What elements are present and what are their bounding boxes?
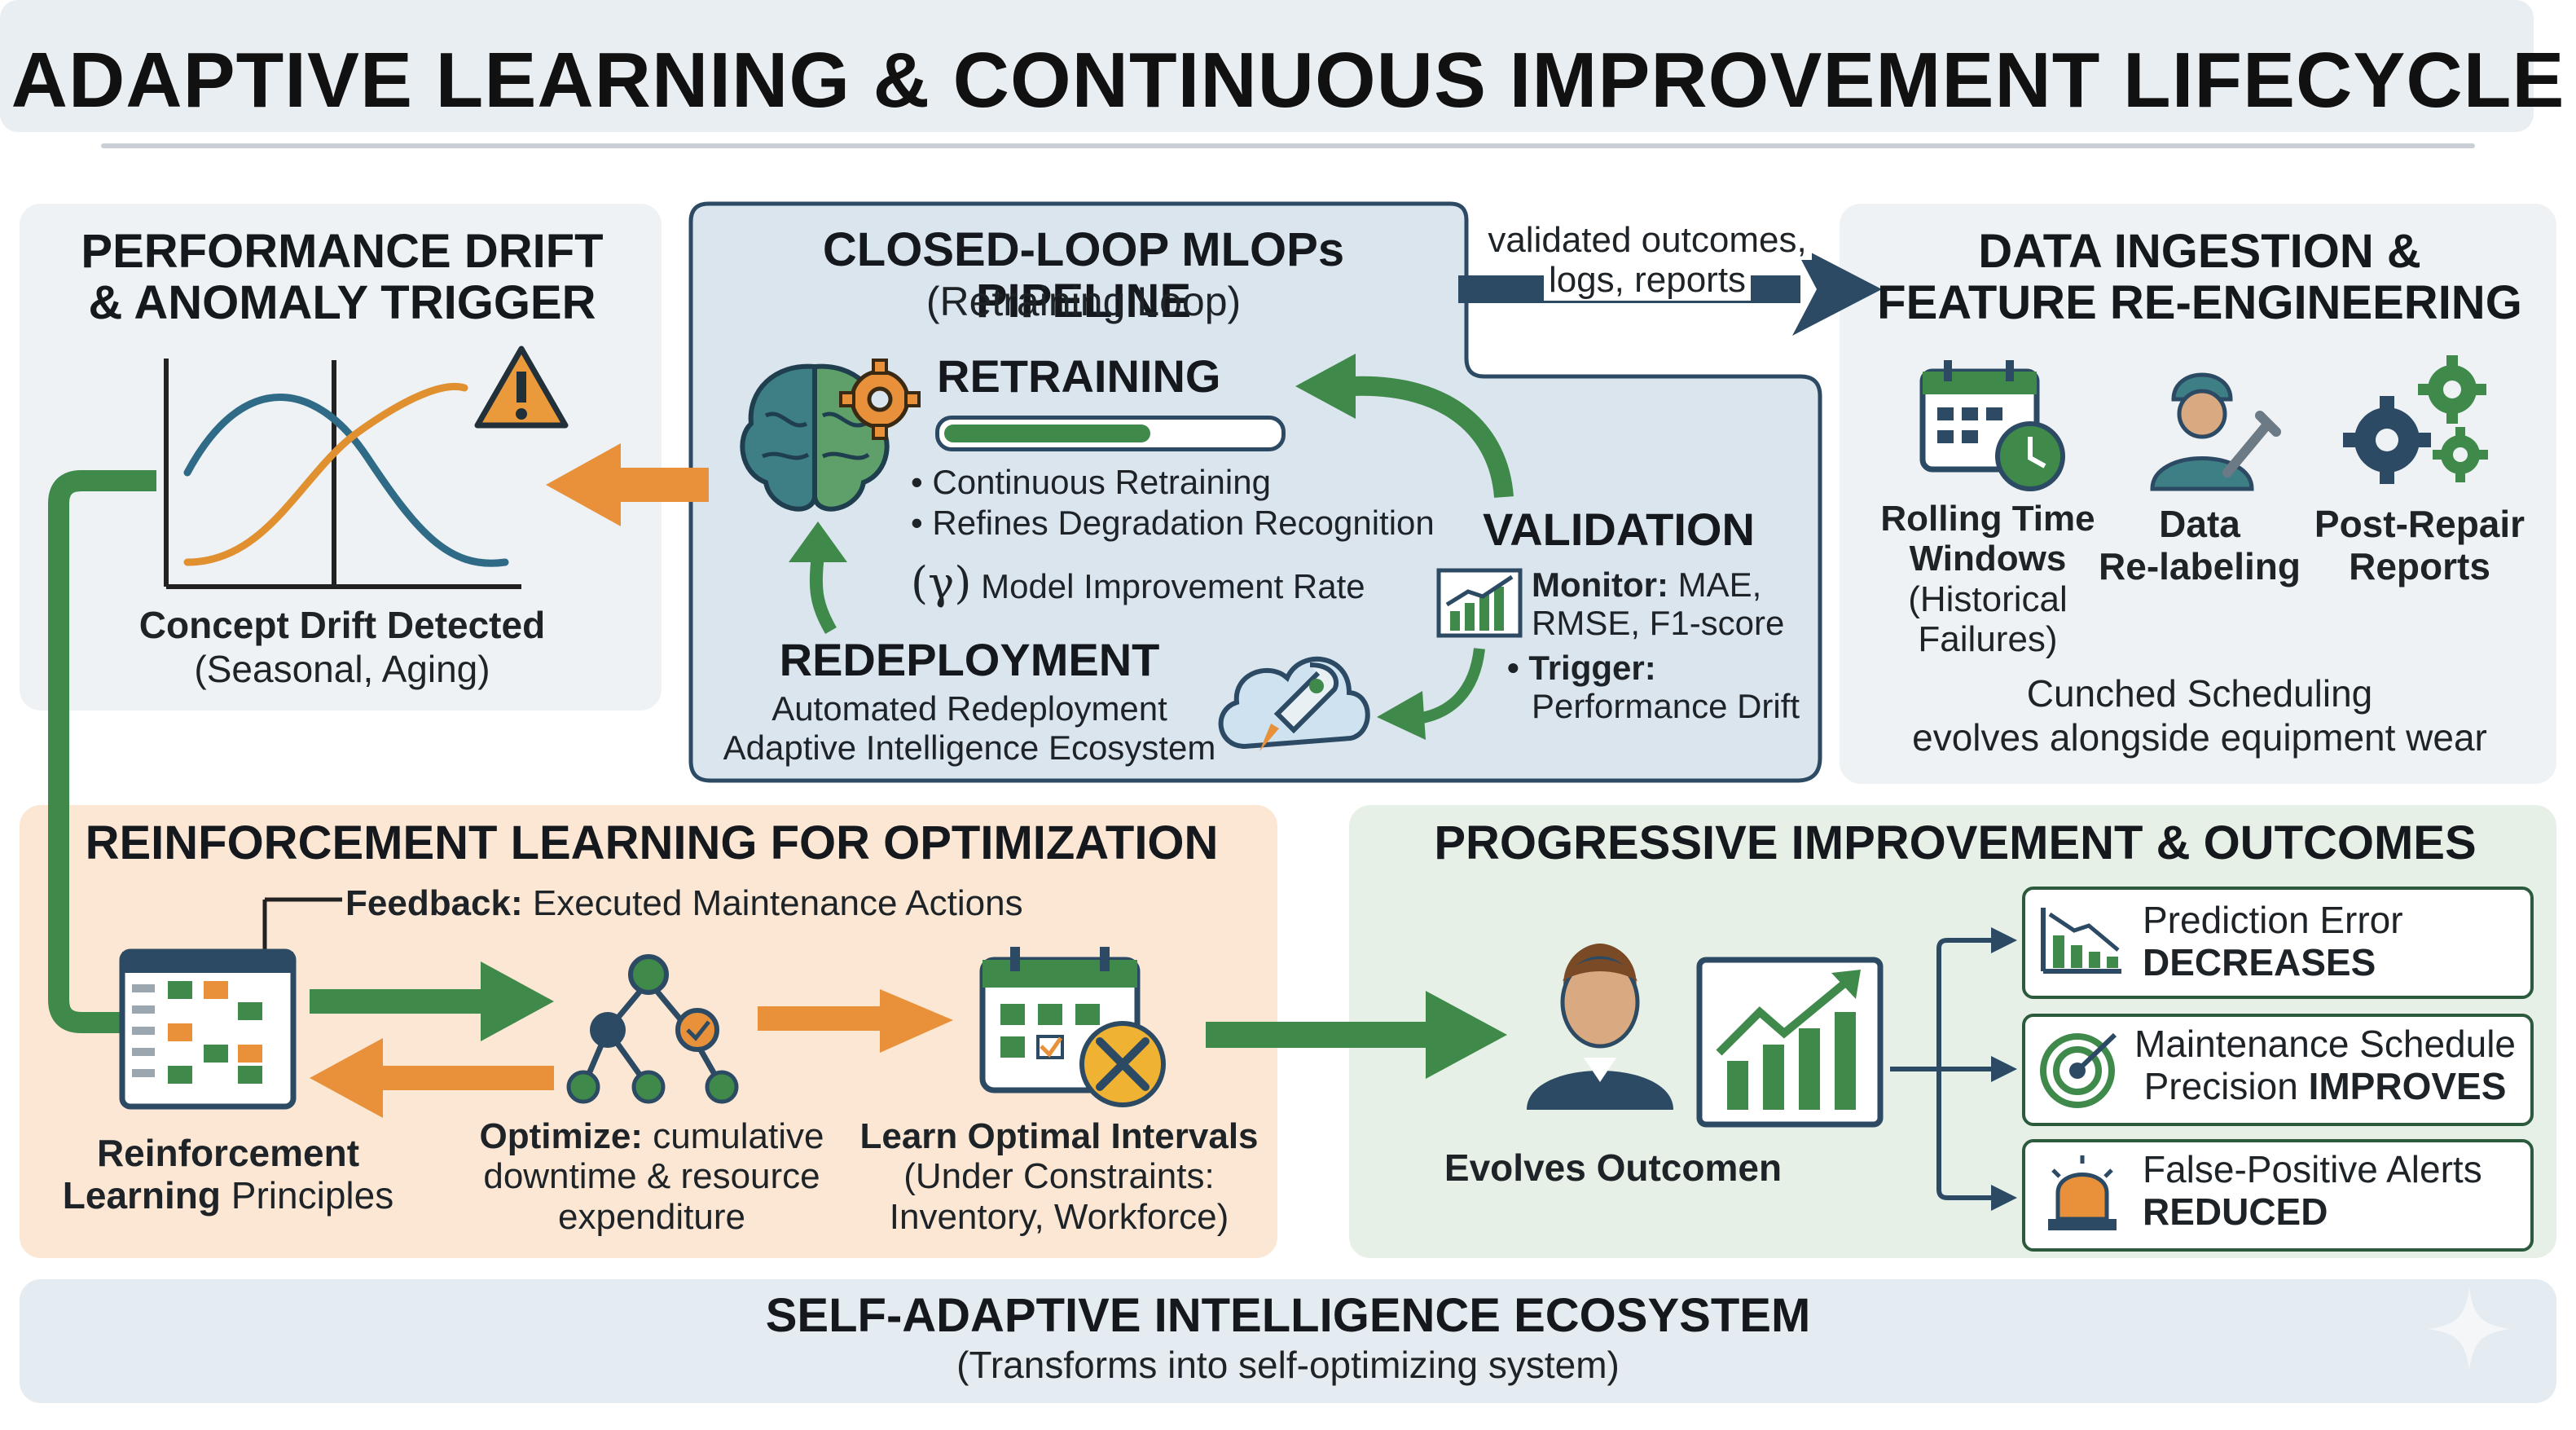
target-icon	[2040, 1032, 2117, 1108]
arrow-label: validated outcomes, logs, reports	[1476, 220, 1818, 301]
worker-icon	[2150, 372, 2281, 491]
rl-forward-arrow	[310, 961, 554, 1041]
redeployment-line-2: Adaptive Intelligence Ecosystem	[723, 728, 1216, 767]
retraining-title: RETRAINING	[937, 350, 1221, 402]
sparkle-icon	[2428, 1287, 2511, 1371]
alarm-light-icon	[2048, 1155, 2117, 1230]
rl-to-outcomes-arrow	[1206, 991, 1507, 1079]
drift-caption: Concept Drift Detected	[138, 604, 546, 646]
rl-title: REINFORCEMENT LEARNING FOR OPTIMIZATION	[85, 816, 1219, 869]
gears-icon	[2343, 355, 2488, 484]
footer-title: SELF-ADAPTIVE INTELLIGENCE ECOSYSTEM	[765, 1289, 1811, 1342]
card2-text: Maintenance Schedule Precision IMPROVES	[2134, 1023, 2516, 1107]
rl-item-principles: Reinforcement Learning Principles	[62, 1132, 394, 1217]
calendar-clock-icon	[1919, 360, 2065, 491]
drift-trigger-arrow	[546, 443, 709, 526]
drift-panel	[20, 204, 662, 711]
retraining-bullet-2: • Refines Degradation Recognition	[911, 504, 1435, 542]
ingestion-title: DATA INGESTION &FEATURE RE-ENGINEERING	[1877, 225, 2522, 329]
warning-icon	[474, 345, 569, 429]
brain-gear-icon	[740, 359, 921, 512]
rl-item-optimize: Optimize: cumulative downtime & resource…	[479, 1116, 824, 1237]
improvement-rate: (γ) Model Improvement Rate	[911, 557, 1365, 609]
monitor-chart-icon	[1436, 568, 1523, 638]
retraining-bullet-1: • Continuous Retraining	[911, 463, 1271, 501]
validation-monitor: Monitor: MAE, RMSE, F1-score	[1532, 565, 1785, 643]
title-divider	[101, 143, 2475, 148]
validation-title: VALIDATION	[1483, 504, 1755, 555]
retraining-loop-arrow	[1295, 354, 1514, 499]
redeployment-line-1: Automated Redeployment	[771, 689, 1167, 728]
redeployment-title: REDEPLOYMENT	[779, 634, 1160, 685]
person-caption: Evolves Outcomen	[1444, 1146, 1783, 1189]
retraining-progress-fill	[944, 425, 1150, 442]
cloud-rocket-icon	[1218, 656, 1370, 751]
schedule-board-icon	[119, 948, 297, 1110]
pipeline-subtitle: (Retraining Loop)	[925, 279, 1242, 324]
calendar-tools-icon	[979, 947, 1166, 1107]
drift-chart	[164, 359, 521, 589]
rl-orange-arrow	[758, 989, 953, 1053]
validation-trigger: • Trigger: Performance Drift	[1507, 649, 1800, 726]
rl-item-intervals: Learn Optimal Intervals (Under Constrain…	[859, 1116, 1259, 1237]
ingestion-footer-line-1: Cunched Scheduling	[2026, 672, 2373, 715]
validation-down-arrow	[1377, 648, 1485, 740]
page-title: ADAPTIVE LEARNING & CONTINUOUS IMPROVEME…	[11, 37, 2565, 124]
ingestion-panel	[1840, 204, 2556, 784]
gamma-symbol: (γ)	[911, 557, 972, 609]
ingestion-footer-line-2: evolves alongside equipment wear	[1912, 716, 2487, 759]
footer-subtitle: (Transforms into self-optimizing system)	[956, 1344, 1620, 1386]
footer-panel	[20, 1279, 2556, 1403]
outcome-card-schedule-precision	[2022, 1014, 2534, 1126]
retraining-progress-bar	[935, 416, 1286, 451]
pipeline-title: CLOSED-LOOP MLOPs PIPELINE	[822, 223, 1345, 328]
outcome-branch-arrows	[1890, 927, 2017, 1211]
outcomes-title: PROGRESSIVE IMPROVEMENT & OUTCOMES	[1434, 816, 2477, 869]
drift-title: PERFORMANCE DRIFT& ANOMALY TRIGGER	[81, 225, 604, 329]
drift-subcaption: (Seasonal, Aging)	[194, 648, 490, 690]
redeploy-up-arrow	[789, 521, 847, 635]
title-banner	[0, 0, 2534, 132]
growth-chart-icon	[1696, 957, 1884, 1128]
person-icon	[1527, 944, 1673, 1110]
rl-back-arrow	[310, 1038, 554, 1118]
decision-tree-icon	[566, 954, 739, 1104]
rl-feedback: Feedback: Executed Maintenance Actions	[345, 883, 1023, 923]
declining-chart-icon	[2041, 908, 2121, 974]
